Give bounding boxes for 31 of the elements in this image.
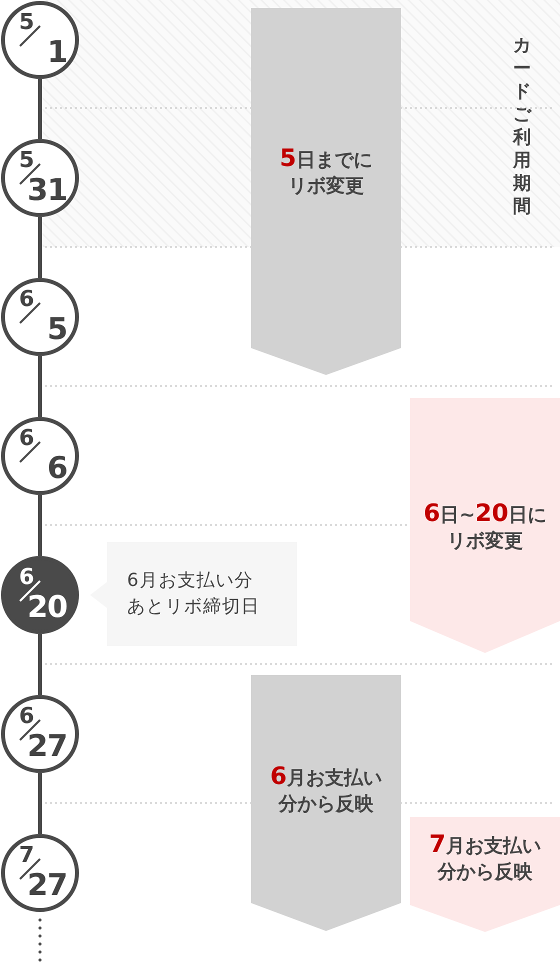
date-circle	[1, 1, 79, 79]
month-number: 7	[19, 844, 34, 868]
date-circle	[1, 139, 79, 217]
down-arrow-box	[251, 8, 401, 375]
day-number: 20	[27, 593, 67, 623]
day-number: 27	[27, 871, 67, 901]
timeline-line	[38, 79, 42, 139]
arrow-text: 5日までにリボ変更	[278, 145, 374, 199]
dotted-timeline-line	[38, 918, 42, 964]
timeline-line	[38, 495, 42, 556]
month-number: 6	[19, 288, 34, 312]
day-number: 31	[27, 176, 67, 206]
timeline-line	[38, 634, 42, 695]
month-number: 6	[19, 705, 34, 729]
timeline-line	[38, 773, 42, 834]
day-number: 5	[47, 315, 67, 345]
day-number: 6	[47, 454, 67, 484]
month-number: 5	[19, 11, 34, 35]
timeline-line	[38, 217, 42, 278]
day-number: 1	[47, 38, 67, 68]
month-number: 6	[19, 427, 34, 451]
arrow-text: 7月お支払い分から反映	[428, 831, 542, 885]
period-label: カードご利用期間	[512, 34, 532, 218]
month-number: 6	[19, 566, 34, 590]
month-number: 5	[19, 149, 34, 173]
arrow-text: 6日~20日にリボ変更	[422, 500, 548, 554]
day-number: 27	[27, 732, 67, 762]
callout-text: 6月お支払い分あとリボ締切日	[127, 569, 261, 619]
timeline-line	[38, 356, 42, 417]
down-arrow-box	[251, 675, 401, 931]
arrow-text: 6月お支払い分から反映	[269, 763, 383, 817]
